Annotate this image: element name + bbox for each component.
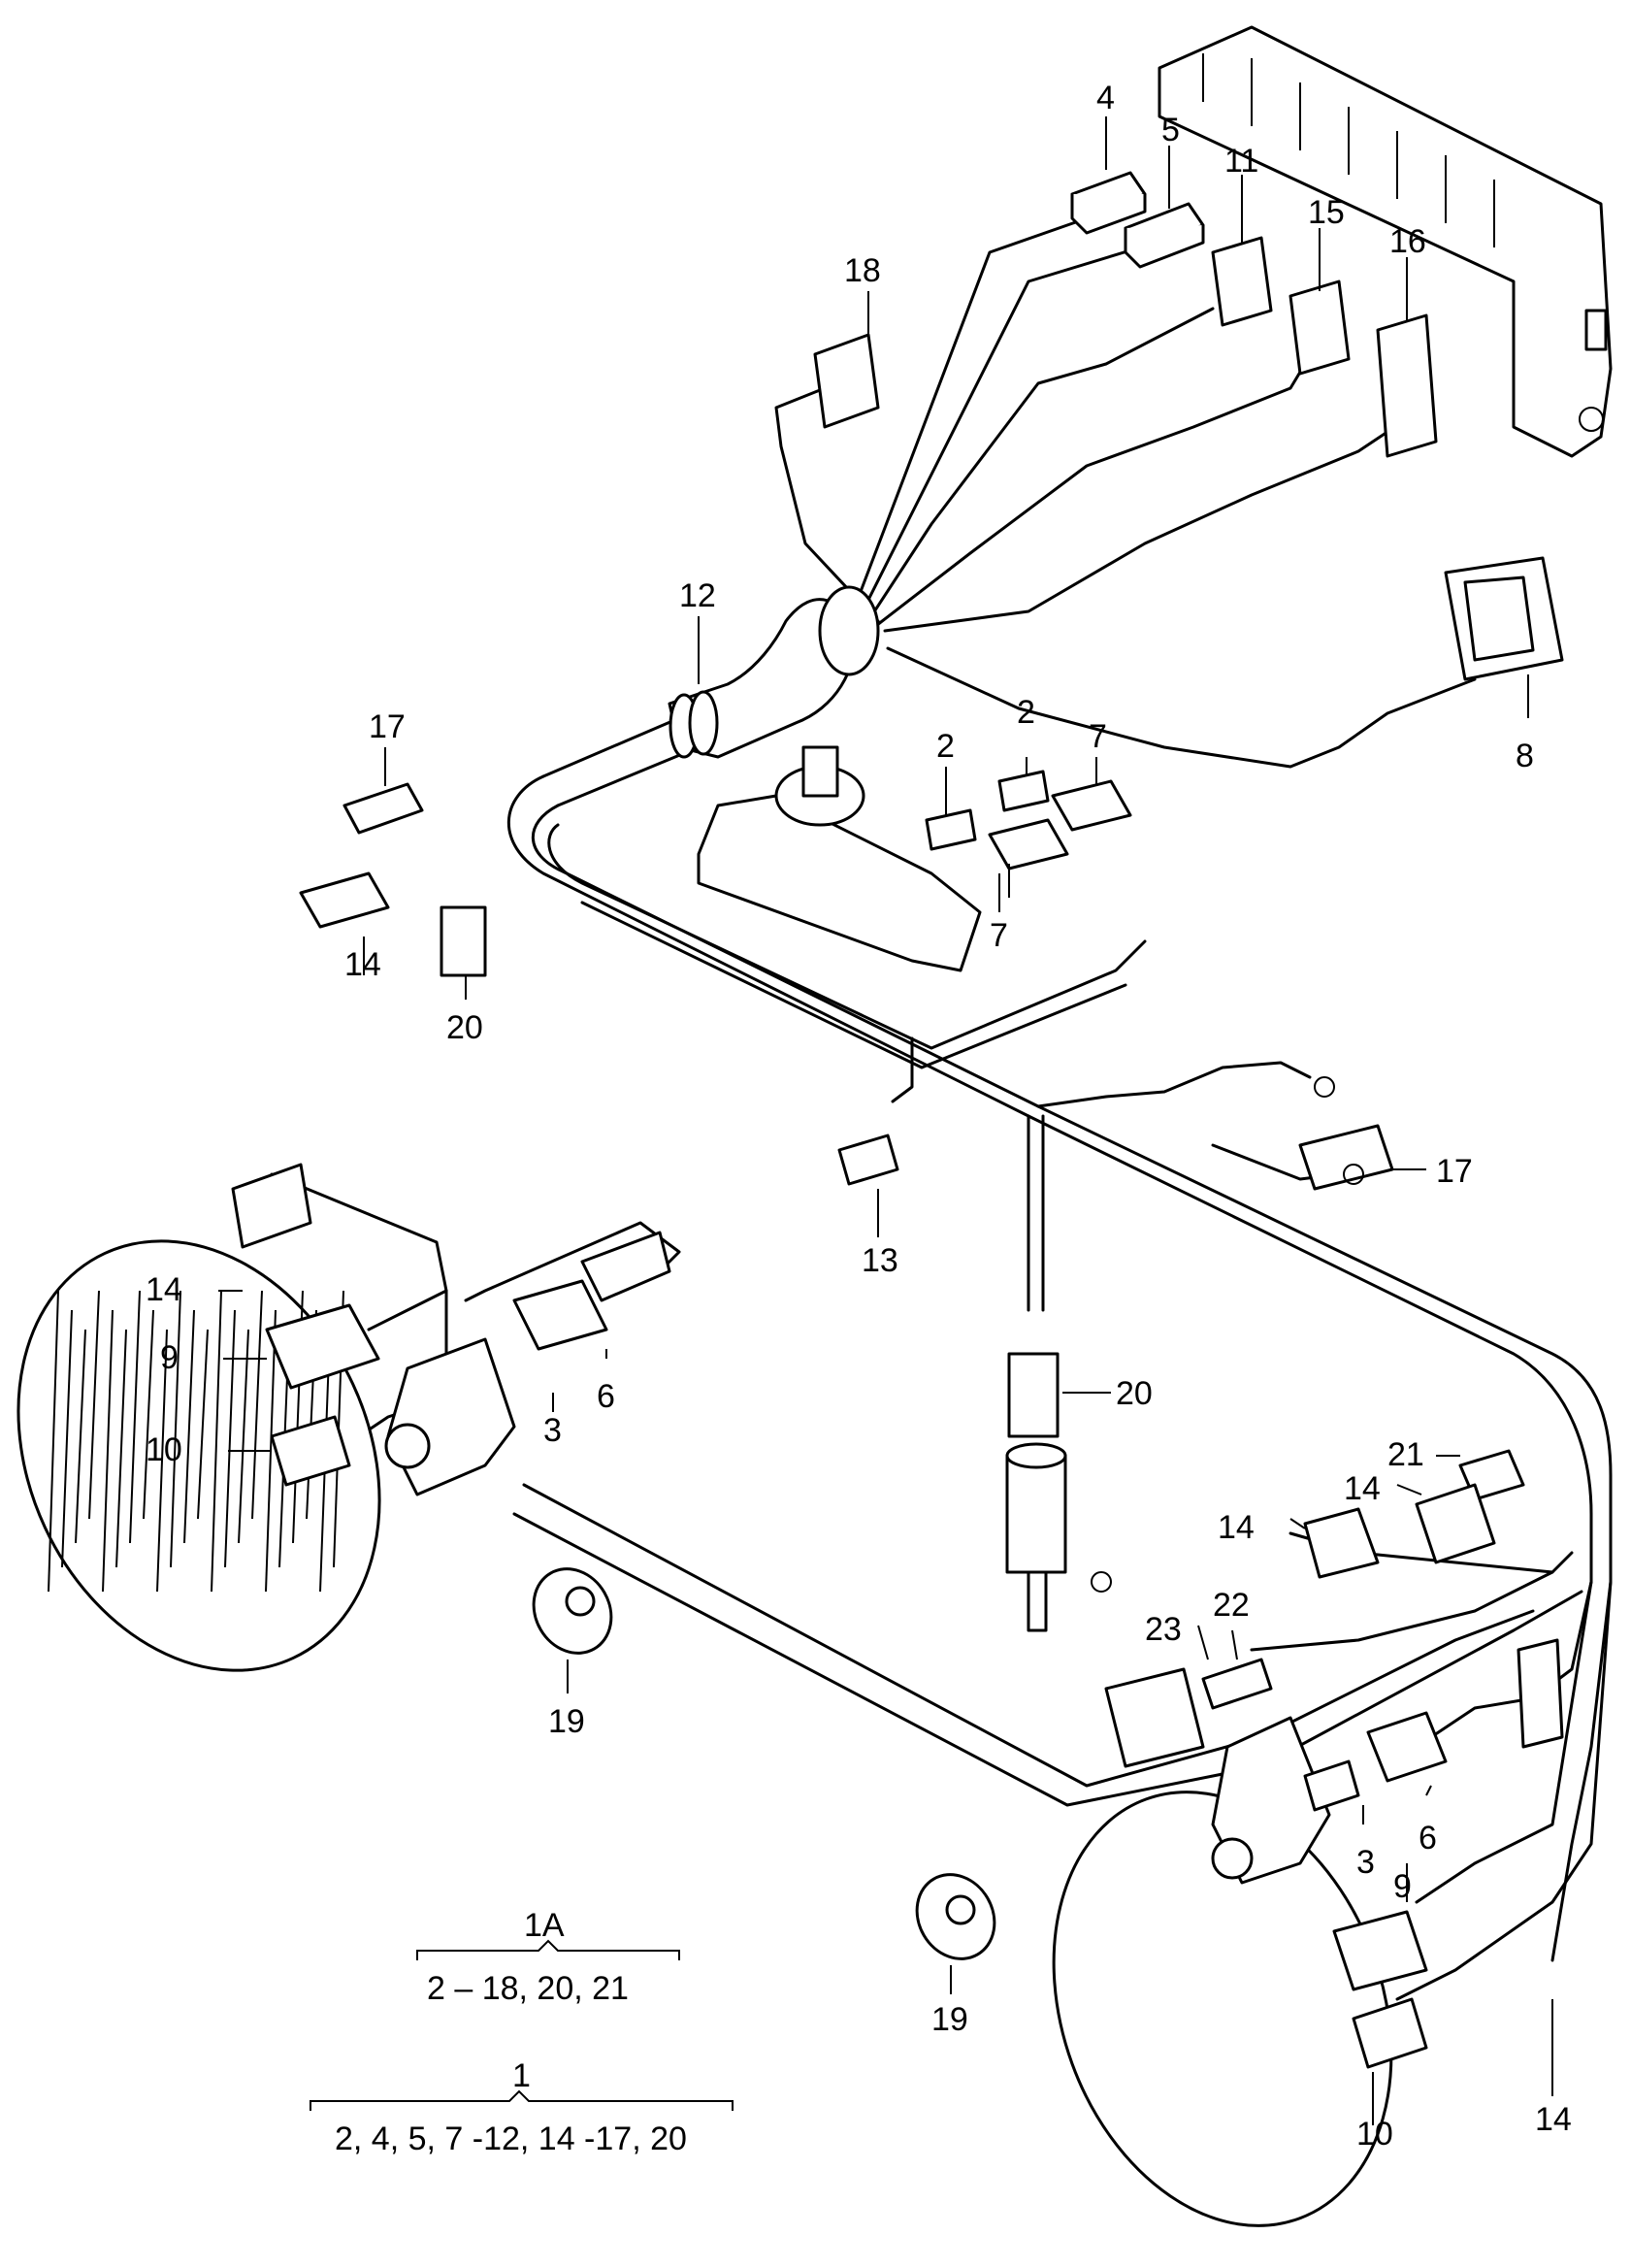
label-14-right-bottom: 14 <box>1535 2101 1572 2138</box>
lens-hatch-line <box>115 1329 127 1568</box>
label-17-bottom: 17 <box>1436 1153 1473 1190</box>
headlight-right <box>1052 1711 1448 2227</box>
label-16: 16 <box>1389 223 1426 260</box>
lens-hatch-line <box>211 1290 222 1593</box>
label-20-left: 20 <box>446 1009 483 1046</box>
label-6-right: 6 <box>1419 1820 1437 1857</box>
group-brackets <box>310 1939 734 2111</box>
boot-12 <box>668 585 880 759</box>
grommets-19 <box>532 1567 996 1960</box>
part-labels: 4 5 11 15 16 18 12 8 17 14 20 2 2 7 7 13… <box>146 80 1572 2153</box>
label-9-right: 9 <box>1393 1868 1412 1905</box>
lens-hatch-line <box>48 1290 59 1593</box>
label-11: 11 <box>1224 143 1258 180</box>
label-6-left: 6 <box>597 1378 615 1415</box>
label-3-left: 3 <box>543 1412 562 1449</box>
label-4: 4 <box>1096 80 1115 116</box>
group-1a-items: 2 – 18, 20, 21 <box>427 1970 629 2007</box>
label-7-a: 7 <box>1089 718 1107 755</box>
group-1-items: 2, 4, 5, 7 -12, 14 -17, 20 <box>335 2120 687 2157</box>
washer-pump <box>1005 1352 1112 1632</box>
connectors-left <box>299 782 487 977</box>
label-22: 22 <box>1213 1587 1250 1624</box>
label-14-headlight-left: 14 <box>146 1271 182 1308</box>
relay-box <box>1158 25 1613 458</box>
label-10-right: 10 <box>1356 2116 1393 2153</box>
label-19-left: 19 <box>548 1703 585 1740</box>
group-legend: 1A 2 – 18, 20, 21 1 2, 4, 5, 7 -12, 14 -… <box>335 1907 687 2157</box>
connectors-13-17 <box>837 1076 1394 1191</box>
lens-hatch-line <box>238 1329 249 1544</box>
label-12: 12 <box>679 577 716 614</box>
lens-hatch-line <box>156 1329 168 1593</box>
lens-hatch-line <box>75 1329 86 1544</box>
label-13: 13 <box>862 1242 898 1279</box>
label-14-right-b: 14 <box>1218 1509 1255 1546</box>
lens-hatch-line <box>61 1309 73 1568</box>
lens-hatch-line <box>88 1290 100 1520</box>
label-14-right-a: 14 <box>1344 1470 1381 1507</box>
lens-hatch-line <box>129 1290 141 1544</box>
lens-hatch-line <box>143 1309 154 1520</box>
label-21: 21 <box>1387 1436 1424 1473</box>
label-5: 5 <box>1161 112 1180 148</box>
lens-hatch-line <box>224 1309 236 1568</box>
label-18: 18 <box>844 252 881 289</box>
headlight-left <box>16 1163 671 1672</box>
label-20-pump: 20 <box>1116 1375 1153 1412</box>
label-7-b: 7 <box>990 917 1008 954</box>
label-14-left: 14 <box>344 946 381 983</box>
lens-hatch-line <box>170 1290 181 1568</box>
lens-hatch-line <box>183 1309 195 1544</box>
label-2-b: 2 <box>1017 694 1035 731</box>
label-19-right: 19 <box>931 2001 968 2038</box>
leader-lines <box>218 116 1553 2125</box>
label-8: 8 <box>1516 738 1534 774</box>
washer-reservoir <box>697 745 982 972</box>
lens-hatch-line <box>102 1309 114 1593</box>
label-15: 15 <box>1308 194 1345 231</box>
group-1a-title: 1A <box>524 1907 565 1944</box>
label-9-left: 9 <box>160 1339 179 1376</box>
connectors-top <box>813 171 1564 681</box>
connectors-2-7 <box>925 770 1132 871</box>
label-2-a: 2 <box>936 728 955 765</box>
connectors-right-middle <box>1104 1449 1564 1768</box>
lens-hatch-line <box>251 1290 263 1520</box>
label-3-right: 3 <box>1356 1844 1375 1881</box>
lens-hatch-line <box>197 1329 209 1520</box>
label-23: 23 <box>1145 1611 1182 1648</box>
group-1-title: 1 <box>512 2057 531 2094</box>
label-17-top: 17 <box>369 708 406 745</box>
label-10-left: 10 <box>146 1431 182 1468</box>
